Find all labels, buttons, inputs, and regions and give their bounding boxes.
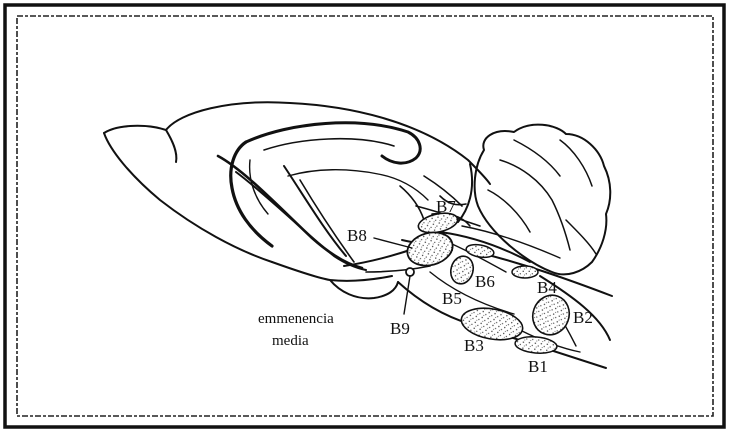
label-median-eminence-line2: media bbox=[272, 333, 309, 349]
nucleus-b5 bbox=[448, 254, 476, 287]
nucleus-b9 bbox=[406, 268, 414, 276]
label-median-eminence-line1: emmenencia bbox=[258, 311, 334, 327]
label-b4: B4 bbox=[537, 278, 557, 297]
label-b2: B2 bbox=[573, 308, 593, 327]
label-b1: B1 bbox=[528, 357, 548, 376]
figure-frame bbox=[5, 5, 724, 427]
nucleus-b4 bbox=[512, 266, 538, 278]
cerebellum bbox=[475, 125, 611, 275]
label-b6: B6 bbox=[475, 272, 495, 291]
label-b9: B9 bbox=[390, 319, 410, 338]
leader-b9 bbox=[404, 276, 410, 314]
leader-b8 bbox=[374, 238, 412, 248]
nucleus-b1 bbox=[514, 335, 557, 355]
label-b5: B5 bbox=[442, 289, 462, 308]
label-b3: B3 bbox=[464, 336, 484, 355]
nucleus-b2 bbox=[527, 290, 575, 340]
label-b8: B8 bbox=[347, 226, 367, 245]
label-b7: B7 bbox=[436, 197, 456, 216]
